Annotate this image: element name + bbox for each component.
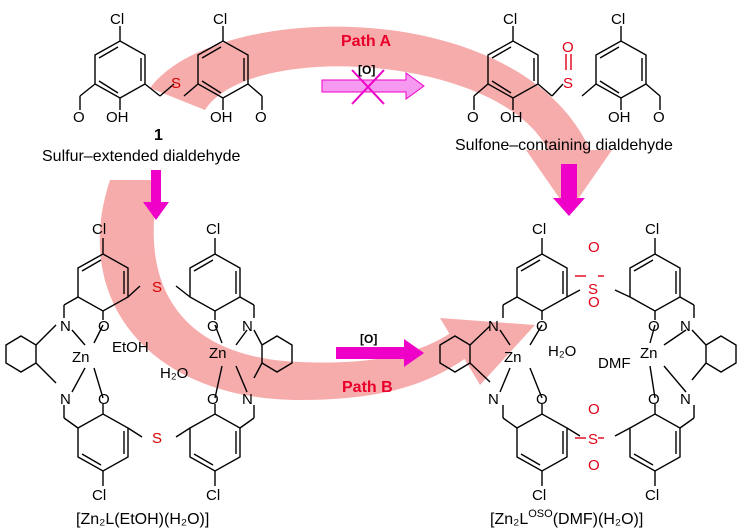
top-arc-arrow — [150, 26, 590, 151]
sulfone-dialdehyde-structure: Cl Cl O S O OH OH O Sulfone–containing d… — [455, 11, 673, 154]
aldehyde-o-label: O — [467, 109, 479, 126]
cl-label: Cl — [92, 487, 106, 504]
sulfonyl-o-label: O — [588, 401, 600, 418]
aldehyde-o-label: O — [653, 109, 665, 126]
compound-number: 1 — [154, 127, 163, 144]
cl-label: Cl — [611, 11, 625, 28]
dmf-label: DMF — [598, 355, 631, 372]
path-b-label: Path B — [342, 379, 393, 396]
imine-n-label: N — [488, 318, 499, 335]
caption-suffix: (DMF)(H₂O)] — [553, 511, 644, 528]
bottom-arc-arrowhead — [440, 318, 535, 385]
water-label: H₂O — [548, 343, 576, 360]
hydroxyl-label: OH — [106, 109, 129, 126]
cl-label: Cl — [532, 221, 546, 238]
hydroxyl-label: OH — [608, 109, 631, 126]
path-b-arrow — [336, 339, 424, 367]
aldehyde-o-label: O — [73, 109, 85, 126]
complex-left-caption: [Zn₂L(EtOH)(H₂O)] — [76, 511, 209, 528]
sulfonyl-o-label: O — [562, 39, 574, 56]
path-a-arrow — [321, 72, 425, 100]
complex-right-structure: Cl Cl O S O N O O N Zn H₂O Zn DMF N O O … — [439, 221, 737, 528]
phenoxo-o-label: O — [536, 391, 548, 408]
imine-n-label: N — [60, 391, 71, 408]
sulfonyl-o-label: O — [588, 239, 600, 256]
sulfonyl-o-label: O — [588, 294, 600, 311]
phenoxo-o-label: O — [98, 318, 110, 335]
phenoxo-o-label: O — [648, 318, 660, 335]
cl-label: Cl — [206, 487, 220, 504]
phenoxo-o-label: O — [648, 391, 660, 408]
cl-label: Cl — [645, 221, 659, 238]
sulfur-label: S — [171, 75, 181, 92]
bottom-arc-arrow — [99, 180, 470, 400]
imine-n-label: N — [242, 391, 253, 408]
sulfur-label: S — [588, 431, 598, 448]
path-b-group: [O] Path B — [336, 332, 424, 396]
path-a-label: Path A — [341, 33, 392, 50]
compound-1-caption: Sulfur–extended dialdehyde — [42, 148, 240, 165]
caption-superscript: OSO — [528, 508, 553, 520]
cl-label: Cl — [213, 11, 227, 28]
down-arrow-left — [143, 170, 169, 220]
sulfur-label: S — [152, 279, 162, 296]
cl-label: Cl — [206, 221, 220, 238]
cl-label: Cl — [92, 221, 106, 238]
hydroxyl-label: OH — [210, 109, 233, 126]
phenoxo-o-label: O — [98, 391, 110, 408]
hydroxyl-label: OH — [500, 109, 523, 126]
sulfone-caption: Sulfone–containing dialdehyde — [455, 137, 673, 154]
phenoxo-o-label: O — [536, 318, 548, 335]
sulfur-label: S — [588, 281, 598, 298]
zinc-label: Zn — [209, 345, 227, 362]
imine-n-label: N — [680, 318, 691, 335]
cl-label: Cl — [645, 487, 659, 504]
imine-n-label: N — [488, 391, 499, 408]
ethanol-label: EtOH — [112, 339, 149, 356]
water-label: H₂O — [160, 365, 188, 382]
sulfonyl-o-label: O — [588, 457, 600, 474]
cl-label: Cl — [110, 11, 124, 28]
sulfur-label: S — [152, 430, 162, 447]
cl-label: Cl — [532, 487, 546, 504]
path-a-group: Path A [O] — [321, 33, 425, 105]
zinc-label: Zn — [504, 349, 522, 366]
imine-n-label: N — [242, 318, 253, 335]
zinc-label: Zn — [640, 345, 658, 362]
oxidant-label: [O] — [358, 63, 375, 77]
cl-label: Cl — [503, 11, 517, 28]
complex-right-caption: [Zn₂LOSO(DMF)(H₂O)] — [490, 508, 643, 528]
imine-n-label: N — [680, 391, 691, 408]
sulfur-label: S — [563, 75, 573, 92]
phenoxo-o-label: O — [207, 318, 219, 335]
aldehyde-o-label: O — [255, 109, 267, 126]
down-arrow-right — [553, 164, 585, 216]
phenoxo-o-label: O — [207, 391, 219, 408]
compound-1-structure: Cl Cl S O OH OH O 1 Sulfur–extended dial… — [42, 11, 267, 165]
caption-prefix: [Zn₂L — [490, 511, 528, 528]
zinc-label: Zn — [72, 349, 90, 366]
oxidant-label: [O] — [360, 332, 377, 346]
imine-n-label: N — [60, 318, 71, 335]
complex-left-structure: Cl Cl S S N O O N Zn EtOH Zn H₂O N O O N… — [5, 221, 293, 528]
cross-mark — [351, 69, 385, 105]
